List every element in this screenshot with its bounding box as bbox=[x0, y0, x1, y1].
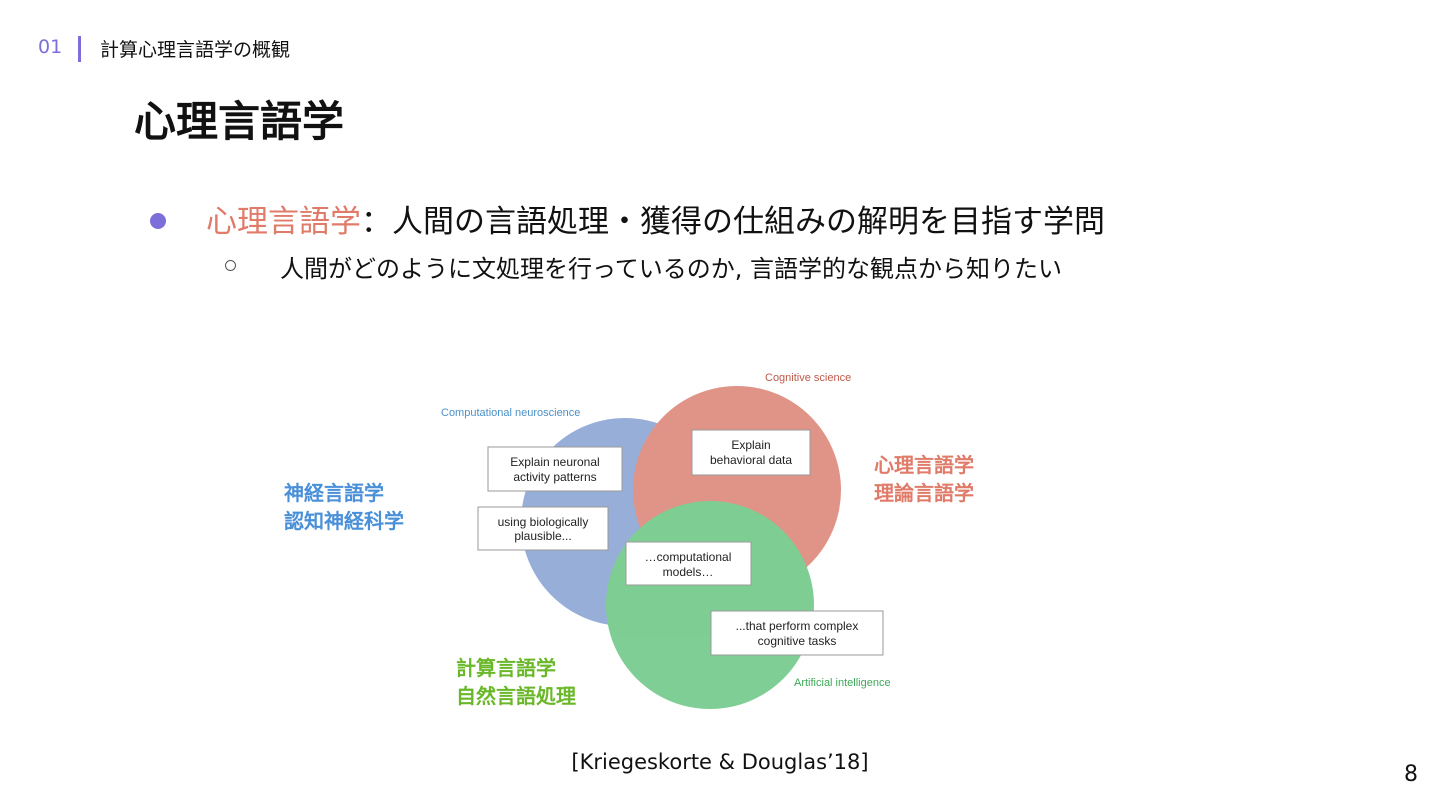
svg-text:models…: models… bbox=[663, 565, 714, 579]
svg-text:cognitive tasks: cognitive tasks bbox=[758, 634, 837, 648]
bullet-main: 心理言語学：人間の言語処理・獲得の仕組みの解明を目指す学問 bbox=[206, 196, 1105, 241]
page-number: 8 bbox=[1404, 762, 1418, 787]
svg-text:Explain neuronal: Explain neuronal bbox=[510, 455, 599, 469]
field-label-theoretical-linguistics: 理論言語学 bbox=[874, 481, 974, 505]
field-label-nlp: 自然言語処理 bbox=[456, 684, 576, 708]
svg-text:Explain: Explain bbox=[731, 438, 770, 452]
bullet-main-emphasis: 心理言語学 bbox=[206, 204, 361, 240]
bullet-dot bbox=[150, 213, 166, 229]
field-label-neurolinguistics: 神経言語学 bbox=[284, 481, 384, 505]
field-label-cog: 心理言語学 理論言語学 bbox=[874, 451, 974, 507]
field-label-cognitive-neuroscience: 認知神経科学 bbox=[284, 509, 404, 533]
section-number: 01 bbox=[38, 36, 63, 58]
box-biologically-plausible: using biologically plausible... bbox=[477, 506, 609, 551]
section-title: 計算心理言語学の概観 bbox=[100, 39, 291, 61]
label-artificial-intelligence: Artificial intelligence bbox=[794, 677, 891, 689]
box-explain-neuronal: Explain neuronal activity patterns bbox=[487, 446, 623, 492]
field-label-computational-linguistics: 計算言語学 bbox=[456, 656, 556, 680]
svg-text:…computational: …computational bbox=[645, 550, 732, 564]
bullet-main-rest: ：人間の言語処理・獲得の仕組みの解明を目指す学問 bbox=[361, 204, 1105, 240]
box-explain-behavioral: Explain behavioral data bbox=[691, 429, 811, 476]
field-label-psycholinguistics: 心理言語学 bbox=[874, 453, 974, 477]
citation: [Kriegeskorte & Douglas’18] bbox=[571, 750, 869, 774]
page-title: 心理言語学 bbox=[134, 97, 345, 146]
sub-bullet-circle bbox=[225, 260, 236, 271]
svg-text:using biologically: using biologically bbox=[498, 515, 589, 529]
field-label-neuro: 神経言語学 認知神経科学 bbox=[284, 479, 404, 535]
bullet-sub: 人間がどのように文処理を行っているのか, 言語学的な観点から知りたい bbox=[280, 255, 1063, 283]
svg-text:plausible...: plausible... bbox=[514, 529, 571, 543]
label-cognitive-science: Cognitive science bbox=[765, 372, 851, 384]
section-divider bbox=[78, 36, 81, 62]
svg-text:behavioral data: behavioral data bbox=[710, 453, 792, 467]
svg-text:activity patterns: activity patterns bbox=[513, 470, 596, 484]
field-label-ai: 計算言語学 自然言語処理 bbox=[456, 654, 576, 710]
box-complex-tasks: ...that perform complex cognitive tasks bbox=[710, 610, 884, 656]
box-computational-models: …computational models… bbox=[625, 541, 752, 586]
circle-artificial-intelligence bbox=[606, 501, 814, 709]
label-computational-neuroscience: Computational neuroscience bbox=[441, 407, 580, 419]
svg-text:...that perform complex: ...that perform complex bbox=[736, 619, 859, 633]
